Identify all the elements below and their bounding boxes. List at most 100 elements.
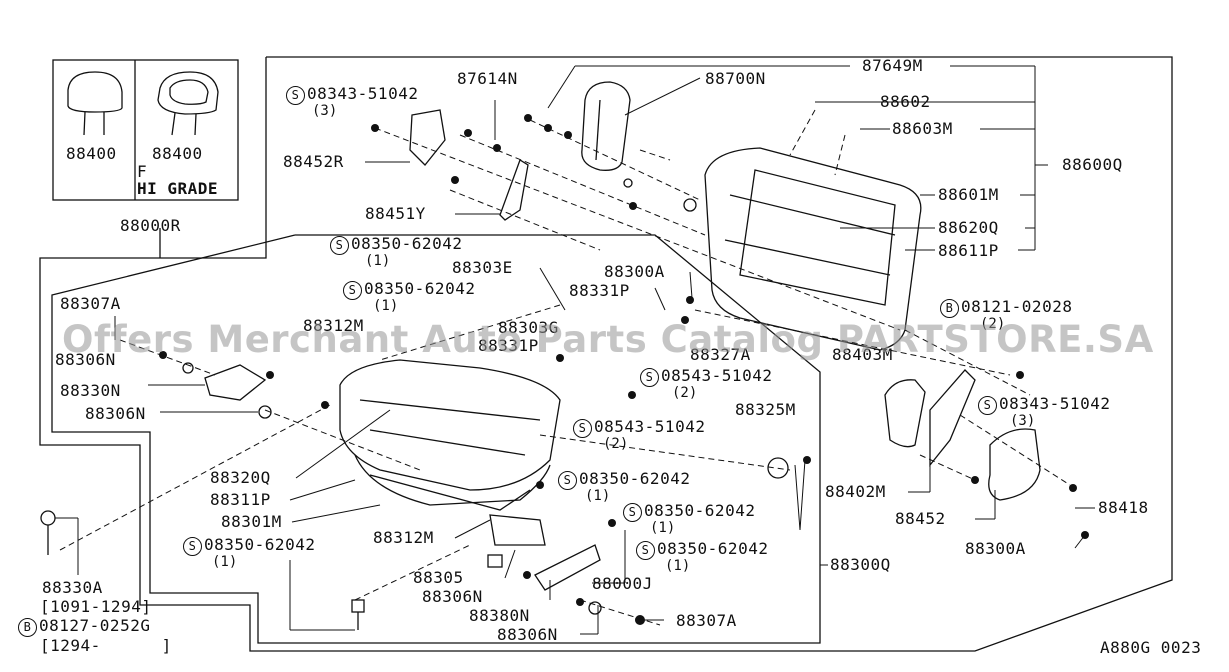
label-88306N-a: 88306N — [55, 350, 116, 369]
label-88452: 88452 — [895, 509, 946, 528]
screw-mark: S — [330, 236, 349, 255]
screw-mark: S — [343, 281, 362, 300]
label-88307A-left: 88307A — [60, 294, 121, 313]
screw-s3-qty: (1) — [373, 298, 399, 314]
label-88601M: 88601M — [938, 185, 999, 204]
recliner-cover-icon — [988, 428, 1041, 501]
label-88305: 88305 — [413, 568, 464, 587]
screw-s6-qty: (1) — [585, 488, 611, 504]
screw-mark: S — [573, 419, 592, 438]
inset-part-left: 88400 — [66, 144, 117, 163]
label-88312M-bot: 88312M — [373, 528, 434, 547]
label-88300Q: 88300Q — [830, 555, 891, 574]
screw-mark: S — [558, 471, 577, 490]
screw-code: 08343-51042 — [999, 394, 1111, 413]
inset-frame — [52, 59, 239, 201]
headrest-std-icon — [67, 71, 123, 136]
bracket2-icon — [499, 159, 529, 221]
label-88330N: 88330N — [60, 381, 121, 400]
screw-code: 08543-51042 — [594, 417, 706, 436]
hinge-icon — [204, 364, 267, 401]
label-88331P-b: 88331P — [478, 336, 539, 355]
label-88331P: 88331P — [569, 281, 630, 300]
screw-code: 08350-62042 — [364, 279, 476, 298]
label-88325M: 88325M — [735, 400, 796, 419]
screw-mark: S — [183, 537, 202, 556]
grommet-icon — [767, 457, 789, 479]
label-88611P: 88611P — [938, 241, 999, 260]
screw-mark: S — [286, 86, 305, 105]
range-2: [1294- ] — [40, 636, 172, 655]
label-88311P: 88311P — [210, 490, 271, 509]
main-boundary — [39, 56, 1173, 652]
label-88301M: 88301M — [221, 512, 282, 531]
label-88306N-d: 88306N — [497, 625, 558, 644]
screw-s5-qty: (2) — [603, 436, 629, 452]
label-88330A: 88330A — [42, 578, 103, 597]
inset-grade: HI GRADE — [137, 179, 219, 198]
screw-code: 08343-51042 — [307, 84, 419, 103]
bolt-code: 08127-0252G — [39, 616, 151, 635]
seat-cushion-icon — [339, 359, 561, 511]
recliner-icon — [929, 369, 976, 467]
label-88600Q: 88600Q — [1062, 155, 1123, 174]
bracket-icon — [409, 109, 446, 166]
side-cover-icon — [884, 379, 926, 448]
label-88320Q: 88320Q — [210, 468, 271, 487]
screw-mark: S — [978, 396, 997, 415]
label-88403M: 88403M — [832, 345, 893, 364]
screw-code: 08543-51042 — [661, 366, 773, 385]
screw-s7-qty: (1) — [650, 520, 676, 536]
label-88327A: 88327A — [690, 345, 751, 364]
label-87649M: 87649M — [862, 56, 923, 75]
label-88000R: 88000R — [120, 216, 181, 235]
label-88700N: 88700N — [705, 69, 766, 88]
inner-boundary — [51, 234, 821, 644]
label-88300A-top: 88300A — [604, 262, 665, 281]
label-88602: 88602 — [880, 92, 931, 111]
label-88603M: 88603M — [892, 119, 953, 138]
label-88000J: 88000J — [592, 574, 653, 593]
label-88307A-bot: 88307A — [676, 611, 737, 630]
headrest-assembly-icon — [581, 81, 631, 171]
bolt-code: 08121-02028 — [961, 297, 1073, 316]
screw-s10-qty: (3) — [1010, 413, 1036, 429]
range-1: [1091-1294] — [40, 597, 152, 616]
label-88620Q: 88620Q — [938, 218, 999, 237]
label-88303E: 88303E — [452, 258, 513, 277]
diagram-code: A880G 0023 — [1100, 638, 1202, 657]
bolt-mark: B — [18, 618, 37, 637]
label-88452R: 88452R — [283, 152, 344, 171]
link-icon — [534, 544, 601, 591]
screw-mark: S — [640, 368, 659, 387]
seat-back-icon — [704, 147, 922, 351]
screw-code: 08350-62042 — [644, 501, 756, 520]
label-88451Y: 88451Y — [365, 204, 426, 223]
plate-icon — [489, 514, 546, 546]
label-88306N-c: 88306N — [422, 587, 483, 606]
label-88303G: 88303G — [498, 318, 559, 337]
screw-s2-qty: (1) — [365, 253, 391, 269]
screw-s4-qty: (2) — [672, 385, 698, 401]
label-88380N: 88380N — [469, 606, 530, 625]
bolt-mark: B — [940, 299, 959, 318]
label-88312M-top: 88312M — [303, 316, 364, 335]
inset-note: F — [137, 162, 148, 181]
inset-part-right: 88400 — [152, 144, 203, 163]
label-87614N: 87614N — [457, 69, 518, 88]
screw-mark: S — [636, 541, 655, 560]
screw-code: 08350-62042 — [657, 539, 769, 558]
screw-code: 08350-62042 — [204, 535, 316, 554]
bolt-b1-qty: (2) — [980, 316, 1006, 332]
